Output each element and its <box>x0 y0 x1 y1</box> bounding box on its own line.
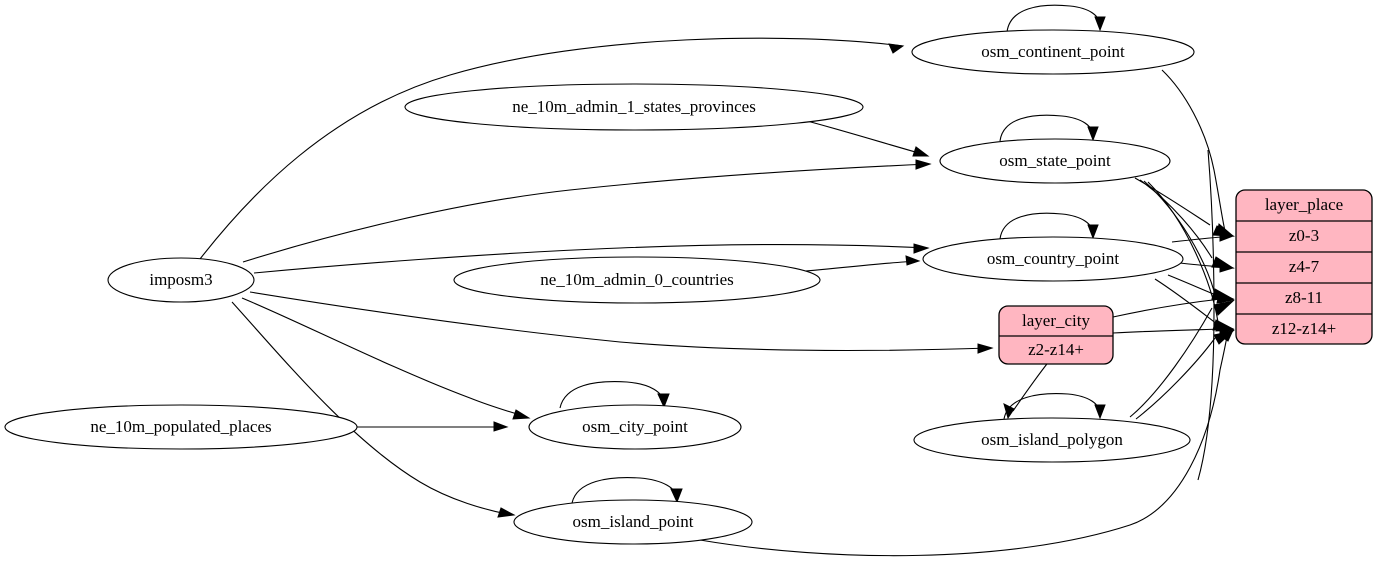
edge-ne-states-to-osm-state-point <box>806 120 927 156</box>
edge-osm-continent-point-to-layer-place-z0-3 <box>1161 69 1226 232</box>
node-ne-10m-admin-0-countries[interactable]: ne_10m_admin_0_countries <box>453 256 821 304</box>
node-ne-states-shape[interactable] <box>404 83 864 131</box>
node-ne-populated-shape[interactable] <box>4 404 358 450</box>
arrowhead-imposm3-islandpoint <box>497 507 516 518</box>
node-ne-countries-label: ne_10m_admin_0_countries <box>540 270 734 289</box>
node-imposm3-shape[interactable] <box>107 257 255 303</box>
node-osm-island-polygon-label: osm_island_polygon <box>981 430 1123 449</box>
arrowhead-imposm3-city <box>512 409 531 420</box>
node-osm-state-point-label: osm_state_point <box>999 151 1111 170</box>
edge-imposm3-to-osm-city-point <box>241 297 528 418</box>
edge-ne-countries-to-osm-country-point <box>794 260 918 273</box>
record-layer-place-title: layer_place <box>1265 195 1343 214</box>
node-osm-state-point[interactable]: osm_state_point <box>939 138 1171 184</box>
edge-imposm3-to-layer-city <box>249 291 991 352</box>
arrowhead-imposm3-country <box>913 243 930 254</box>
arrowhead-layercity-islandpolygon <box>1003 403 1015 420</box>
edge-layer-city-to-layer-place-z12-z14 <box>1112 328 1222 334</box>
arrowhead-imposm3-state <box>915 159 932 170</box>
edge-self-loop-osm-island-polygon <box>1003 393 1101 420</box>
arrowhead-islandpolygon-z811 <box>1213 300 1235 316</box>
node-osm-island-polygon[interactable]: osm_island_polygon <box>913 417 1191 463</box>
arrowhead-selfloop-continent <box>1094 16 1106 32</box>
arrowhead-necountries-country <box>905 255 921 266</box>
record-layer-place[interactable]: layer_place z0-3 z4-7 z8-11 z12-z14+ <box>1235 189 1373 345</box>
edge-imposm3-to-osm-country-point <box>253 244 929 274</box>
arrowhead-selfloop-city <box>657 393 670 409</box>
record-layer-city[interactable]: layer_city z2-z14+ <box>998 305 1114 365</box>
edge-self-loop-osm-state-point <box>999 114 1094 142</box>
record-layer-place-box[interactable] <box>1235 189 1373 345</box>
arrowhead-country-z47 <box>1219 262 1235 273</box>
node-osm-country-point-label: osm_country_point <box>987 249 1119 268</box>
edge-imposm3-to-osm-continent-point <box>199 37 904 260</box>
edge-self-loop-osm-country-point <box>999 212 1094 240</box>
edge-imposm3-to-osm-state-point <box>242 163 931 263</box>
edge-layer <box>199 4 1235 557</box>
record-layer-place-row-z4-7[interactable]: z4-7 <box>1289 257 1320 276</box>
edge-osm-country-point-to-layer-place-z4-7 <box>1179 262 1223 268</box>
node-ne-10m-admin-1-states-provinces[interactable]: ne_10m_admin_1_states_provinces <box>404 83 864 131</box>
edge-self-loop-osm-city-point <box>559 381 665 409</box>
edge-osm-island-polygon-to-layer-place-z8-11 <box>1129 307 1213 418</box>
edge-self-loop-osm-island-point <box>571 477 678 504</box>
node-ne-10m-populated-places[interactable]: ne_10m_populated_places <box>4 404 358 450</box>
edge-osm-island-point-to-layer-place-z12-z14 <box>699 335 1228 557</box>
node-osm-island-point-label: osm_island_point <box>573 512 694 531</box>
arrowhead-layercity-z811 <box>1219 293 1235 304</box>
record-layer-city-row-z2-z14[interactable]: z2-z14+ <box>1028 340 1084 359</box>
record-layer-city-box[interactable] <box>998 305 1114 365</box>
record-layer-place-row-z0-3[interactable]: z0-3 <box>1289 226 1319 245</box>
node-osm-state-point-shape[interactable] <box>939 138 1171 184</box>
node-layer: imposm3 ne_10m_admin_1_states_provinces … <box>4 29 1195 545</box>
edge-self-loop-osm-continent-point <box>1006 4 1101 33</box>
arrowhead-imposm3-continent <box>888 43 905 54</box>
arrowhead-selfloop-state <box>1087 126 1099 142</box>
record-layer: layer_place z0-3 z4-7 z8-11 z12-z14+ lay… <box>998 189 1373 365</box>
record-layer-place-row-z8-11[interactable]: z8-11 <box>1285 288 1323 307</box>
edge-osm-country-point-to-layer-place-z0-3 <box>1171 236 1223 243</box>
arrowhead-layercity-z1214 <box>1219 324 1235 335</box>
edge-osm-island-polygon-to-layer-place-z12-z14 <box>1135 337 1216 420</box>
node-osm-city-point-label: osm_city_point <box>582 417 688 436</box>
node-imposm3[interactable]: imposm3 <box>107 257 255 303</box>
edge-osm-state-point-to-layer-place-z4-7 <box>1139 179 1213 259</box>
edge-osm-country-point-to-layer-place-z12-z14 <box>1154 278 1222 328</box>
node-osm-country-point[interactable]: osm_country_point <box>922 236 1184 282</box>
node-osm-city-point-shape[interactable] <box>528 404 742 450</box>
arrowhead-selfloop-islandpolygon <box>1094 404 1106 420</box>
node-osm-island-polygon-shape[interactable] <box>913 417 1191 463</box>
edge-osm-state-point-to-layer-place-z8-11 <box>1143 180 1215 292</box>
edge-continent-bundle-vertical <box>1197 149 1215 481</box>
node-osm-city-point[interactable]: osm_city_point <box>528 404 742 450</box>
node-osm-country-point-shape[interactable] <box>922 236 1184 282</box>
arrowhead-selfloop-islandpoint <box>670 488 683 504</box>
arrowhead-islandpoint-z1214 <box>1217 329 1234 342</box>
arrowhead-nepopulated-city <box>493 421 509 432</box>
node-ne-states-label: ne_10m_admin_1_states_provinces <box>512 97 756 116</box>
node-osm-island-point[interactable]: osm_island_point <box>513 499 753 545</box>
edge-osm-country-point-to-layer-place-z8-11 <box>1167 274 1222 298</box>
arrowhead-selfloop-country <box>1087 224 1099 240</box>
node-osm-continent-point-shape[interactable] <box>911 29 1195 75</box>
node-osm-continent-point-label: osm_continent_point <box>981 42 1125 61</box>
arrowhead-country-z03 <box>1219 231 1235 242</box>
edge-layer-city-to-layer-place-z8-11 <box>1112 298 1222 318</box>
node-ne-populated-label: ne_10m_populated_places <box>90 417 271 436</box>
node-imposm3-label: imposm3 <box>149 270 212 289</box>
arrowhead-imposm3-layercity <box>977 343 994 354</box>
arrowhead-nestates-state <box>912 146 930 157</box>
record-layer-city-title: layer_city <box>1022 311 1090 330</box>
record-layer-place-row-z12-z14[interactable]: z12-z14+ <box>1272 319 1336 338</box>
node-osm-island-point-shape[interactable] <box>513 499 753 545</box>
node-osm-continent-point[interactable]: osm_continent_point <box>911 29 1195 75</box>
edge-imposm3-to-osm-island-point <box>231 301 513 516</box>
node-ne-countries-shape[interactable] <box>453 256 821 304</box>
